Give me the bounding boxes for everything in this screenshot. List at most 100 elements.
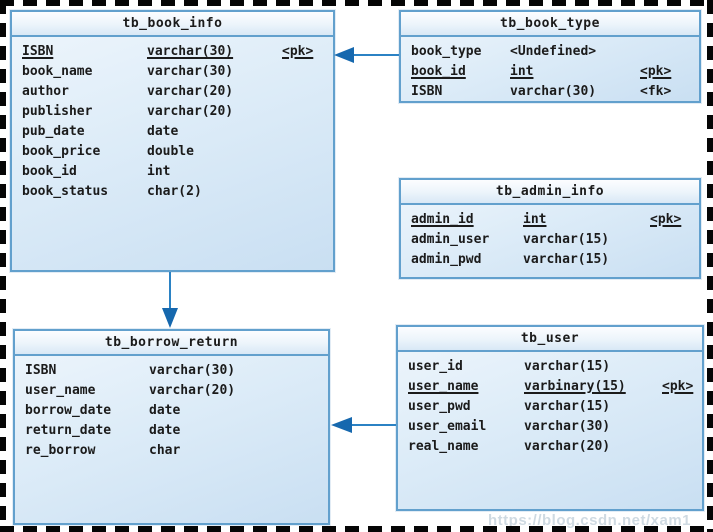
column-type: varchar(15): [524, 359, 611, 374]
table-row: pub_date date: [22, 122, 333, 142]
column-type: int: [523, 212, 547, 227]
table-row: user_id varchar(15): [408, 357, 702, 377]
table-title: tb_book_info: [12, 12, 333, 37]
column-key: [282, 122, 333, 142]
table-row: admin_id int <pk>: [411, 210, 699, 230]
column-type: int: [147, 164, 171, 179]
column-key: [299, 401, 328, 421]
column-type: varchar(30): [524, 419, 611, 434]
selection-dash-border-right: [707, 0, 713, 532]
column-name: admin_id: [411, 212, 474, 227]
column-name: admin_user: [411, 232, 490, 247]
table-title: tb_book_type: [401, 12, 699, 37]
table-rows: admin_id int <pk> admin_user varchar(15)…: [401, 205, 699, 277]
table-row: author varchar(20): [22, 82, 333, 102]
column-key: <pk>: [650, 212, 682, 227]
column-key: [282, 162, 333, 182]
table-row: ISBN varchar(30) <pk>: [22, 42, 333, 62]
table-row: admin_user varchar(15): [411, 230, 699, 250]
column-type: varchar(20): [147, 104, 234, 119]
column-name: book_id: [22, 164, 77, 179]
column-key: [282, 62, 333, 82]
column-type: varchar(15): [523, 252, 610, 267]
column-type: char(2): [147, 184, 202, 199]
column-key: [299, 421, 328, 441]
table-row: admin_pwd varchar(15): [411, 250, 699, 270]
column-name: return_date: [25, 423, 112, 438]
selection-dash-border-top: [0, 0, 713, 6]
table-row: user_pwd varchar(15): [408, 397, 702, 417]
table-row: book_type <Undefined>: [411, 42, 699, 62]
column-type: varchar(20): [149, 383, 236, 398]
column-name: ISBN: [22, 44, 54, 59]
column-key: [650, 250, 699, 270]
entity-table-tb-book-info: tb_book_info ISBN varchar(30) <pk> book_…: [10, 10, 335, 272]
column-type: varbinary(15): [524, 379, 626, 394]
relationship-arrow-bookinfo-to-borrowreturn: [162, 272, 178, 328]
table-rows: ISBN varchar(30) user_name varchar(20) b…: [15, 356, 328, 523]
column-key: [282, 142, 333, 162]
column-key: [662, 437, 702, 457]
column-key: <pk>: [640, 64, 672, 79]
table-title: tb_admin_info: [401, 180, 699, 205]
column-type: varchar(20): [524, 439, 611, 454]
column-name: admin_pwd: [411, 252, 482, 267]
column-key: [299, 441, 328, 461]
table-row: user_email varchar(30): [408, 417, 702, 437]
column-type: date: [147, 124, 179, 139]
entity-table-tb-admin-info: tb_admin_info admin_id int <pk> admin_us…: [399, 178, 701, 279]
column-name: book_type: [411, 44, 482, 59]
entity-table-tb-book-type: tb_book_type book_type <Undefined> book_…: [399, 10, 701, 103]
column-name: real_name: [408, 439, 479, 454]
column-name: re_borrow: [25, 443, 96, 458]
column-key: [662, 417, 702, 437]
relationship-arrow-booktype-to-bookinfo: [334, 47, 399, 63]
column-name: book_name: [22, 64, 93, 79]
table-rows: book_type <Undefined> book_id int <pk> I…: [401, 37, 699, 102]
column-name: user_name: [25, 383, 96, 398]
column-name: user_email: [408, 419, 487, 434]
column-key: [650, 230, 699, 250]
table-row: real_name varchar(20): [408, 437, 702, 457]
entity-table-tb-borrow-return: tb_borrow_return ISBN varchar(30) user_n…: [13, 329, 330, 525]
table-row: book_status char(2): [22, 182, 333, 202]
table-row: publisher varchar(20): [22, 102, 333, 122]
column-name: ISBN: [25, 363, 57, 378]
column-type: varchar(20): [147, 84, 234, 99]
column-name: user_name: [408, 379, 479, 394]
column-type: varchar(15): [524, 399, 611, 414]
column-name: pub_date: [22, 124, 85, 139]
column-key: <pk>: [662, 379, 694, 394]
column-type: <Undefined>: [510, 44, 597, 59]
table-title: tb_borrow_return: [15, 331, 328, 356]
table-rows: ISBN varchar(30) <pk> book_name varchar(…: [12, 37, 333, 270]
entity-table-tb-user: tb_user user_id varchar(15) user_name va…: [396, 325, 704, 511]
column-name: user_pwd: [408, 399, 471, 414]
column-key: [299, 381, 328, 401]
table-row: ISBN varchar(30): [25, 361, 328, 381]
column-key: <fk>: [640, 84, 672, 99]
watermark-text: https://blog.csdn.net/xam1: [488, 512, 692, 529]
column-type: varchar(30): [147, 44, 234, 59]
selection-dash-border-left: [0, 0, 6, 532]
column-key: [299, 361, 328, 381]
table-row: book_id int <pk>: [411, 62, 699, 82]
column-name: book_status: [22, 184, 109, 199]
column-type: varchar(30): [147, 64, 234, 79]
column-type: varchar(30): [510, 84, 597, 99]
table-row: return_date date: [25, 421, 328, 441]
column-name: user_id: [408, 359, 463, 374]
column-key: [282, 102, 333, 122]
column-name: book_id: [411, 64, 466, 79]
column-type: char: [149, 443, 181, 458]
column-key: [640, 42, 699, 62]
table-rows: user_id varchar(15) user_name varbinary(…: [398, 352, 702, 509]
table-row: book_id int: [22, 162, 333, 182]
column-name: author: [22, 84, 69, 99]
column-name: book_price: [22, 144, 101, 159]
column-type: varchar(15): [523, 232, 610, 247]
column-key: [662, 357, 702, 377]
column-key: <pk>: [282, 44, 314, 59]
table-title: tb_user: [398, 327, 702, 352]
